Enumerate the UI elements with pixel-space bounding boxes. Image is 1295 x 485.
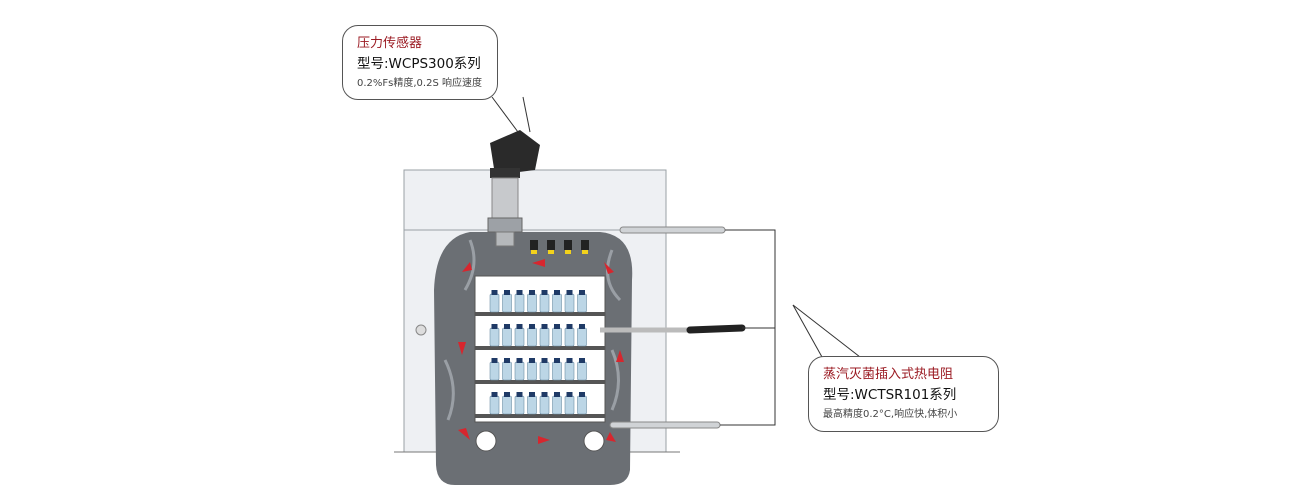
vial	[577, 290, 587, 313]
temperature-sensor-callout: 蒸汽灭菌插入式热电阻 型号:WCTSR101系列 最高精度0.2°C,响应快,体…	[808, 356, 999, 432]
vial	[502, 290, 512, 313]
rack-shelf	[475, 414, 605, 418]
rack-shelf	[475, 380, 605, 384]
vial	[489, 358, 500, 381]
vial	[527, 290, 537, 313]
vial	[564, 358, 575, 381]
pressure-sensor-title: 压力传感器	[357, 36, 423, 51]
vial	[539, 358, 550, 381]
vial	[539, 290, 550, 313]
rack-shelves	[475, 312, 605, 418]
vial	[539, 392, 550, 415]
door-knob	[415, 324, 427, 336]
steam-flow-arrows	[458, 259, 624, 444]
vial	[577, 358, 587, 381]
vial	[502, 392, 512, 415]
pressure-sensor-model: 型号:WCPS300系列	[357, 56, 481, 72]
pressure-sensor-device	[487, 130, 540, 247]
vial	[527, 358, 537, 381]
vial	[577, 324, 587, 347]
vial	[539, 324, 550, 347]
rack-shelf	[475, 346, 605, 350]
vial	[552, 324, 562, 347]
indicator-lights	[530, 240, 589, 254]
vial	[552, 392, 562, 415]
vial	[527, 324, 537, 347]
vials	[489, 290, 587, 415]
steam-swirls	[443, 239, 622, 421]
pressure-sensor-callout: 压力传感器 型号:WCPS300系列 0.2%Fs精度,0.2S 响应速度	[342, 25, 498, 100]
temperature-sensor-description: 最高精度0.2°C,响应快,体积小	[823, 409, 958, 420]
vial	[552, 290, 562, 313]
vial	[514, 392, 525, 415]
vial	[564, 392, 575, 415]
vial	[514, 290, 525, 313]
vial	[514, 324, 525, 347]
vial	[502, 324, 512, 347]
temperature-sensor-model: 型号:WCTSR101系列	[823, 387, 957, 403]
vial	[489, 290, 500, 313]
vial	[564, 290, 575, 313]
vial	[489, 324, 500, 347]
vial	[527, 392, 537, 415]
wheel-left	[475, 430, 497, 452]
vial	[552, 358, 562, 381]
wheel-right	[583, 430, 605, 452]
temperature-sensor-title: 蒸汽灭菌插入式热电阻	[823, 367, 954, 382]
vial	[489, 392, 500, 415]
connection-lines	[491, 96, 861, 426]
vial	[514, 358, 525, 381]
vial	[564, 324, 575, 347]
rack-shelf	[475, 312, 605, 316]
pressure-sensor-description: 0.2%Fs精度,0.2S 响应速度	[357, 78, 482, 89]
temperature-probes	[600, 226, 746, 429]
vial	[577, 392, 587, 415]
vial	[502, 358, 512, 381]
